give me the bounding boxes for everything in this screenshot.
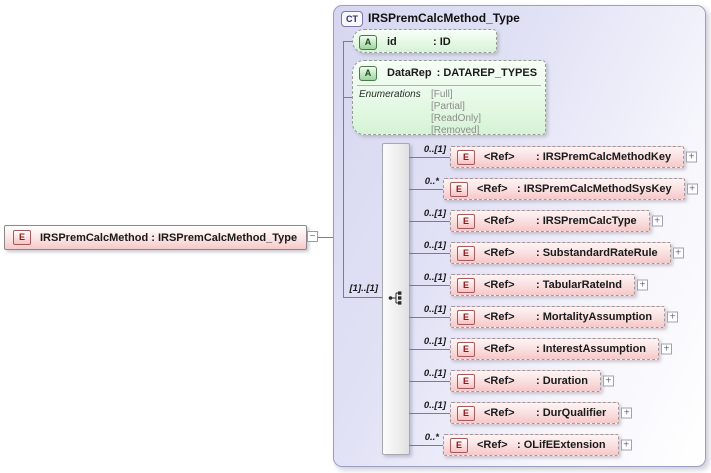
ref-label: <Ref> xyxy=(477,183,508,195)
element-irspremcalcmethodkey[interactable]: E <Ref> : IRSPremCalcMethodKey + xyxy=(450,146,698,168)
element-olifeextension[interactable]: E <Ref> : OLifEExtension + xyxy=(443,434,632,456)
attribute-name: DataRep xyxy=(387,67,432,79)
element-type-label: : InterestAssumption xyxy=(536,343,647,355)
cardinality-label: 0..* xyxy=(424,432,439,443)
connector-attr-id xyxy=(343,41,352,42)
cardinality-label: 0..[1] xyxy=(423,208,446,219)
ref-label: <Ref> xyxy=(484,343,515,355)
expand-icon[interactable]: + xyxy=(686,183,698,195)
complex-type-title: IRSPremCalcMethod_Type xyxy=(368,11,520,25)
cardinality-label: 0..[1] xyxy=(423,240,446,251)
element-irspremcalctype[interactable]: E <Ref> : IRSPremCalcType + xyxy=(450,210,663,232)
ref-label: <Ref> xyxy=(484,407,515,419)
connector-sequence xyxy=(343,297,383,298)
enum-value: [Removed] xyxy=(431,125,480,136)
connector-root xyxy=(310,237,343,238)
element-icon: E xyxy=(457,213,475,229)
enumerations-label: Enumerations xyxy=(359,89,421,100)
element-type-label: : SubstandardRateRule xyxy=(536,247,658,259)
expand-icon[interactable]: + xyxy=(667,311,679,323)
attribute-type: : ID xyxy=(433,36,451,48)
element-substandardraterule[interactable]: E <Ref> : SubstandardRateRule + xyxy=(450,242,684,264)
element-icon: E xyxy=(457,373,475,389)
element-irspremcalcmethod[interactable]: E IRSPremCalcMethod : IRSPremCalcMethod_… xyxy=(4,225,307,250)
element-icon: E xyxy=(457,245,475,261)
element-icon: E xyxy=(13,230,31,245)
cardinality-label: 0..[1] xyxy=(423,144,446,155)
expand-icon[interactable]: + xyxy=(636,279,648,291)
element-duration[interactable]: E <Ref> : Duration + xyxy=(450,370,614,392)
element-type-label: : OLifEExtension xyxy=(517,439,606,451)
element-type-label: : DurQualifier xyxy=(536,407,607,419)
expand-icon[interactable]: + xyxy=(672,247,684,259)
element-tabularrateind[interactable]: E <Ref> : TabularRateInd + xyxy=(450,274,648,296)
attribute-type: : DATAREP_TYPES xyxy=(436,67,538,79)
element-interestassumption[interactable]: E <Ref> : InterestAssumption + xyxy=(450,338,673,360)
expand-icon[interactable]: + xyxy=(686,151,698,163)
connector-trunk xyxy=(343,41,344,297)
attribute-icon: A xyxy=(359,34,377,50)
enum-value: [Partial] xyxy=(431,101,465,112)
element-icon: E xyxy=(457,341,475,357)
ref-label: <Ref> xyxy=(477,439,508,451)
element-type-label: : TabularRateInd xyxy=(536,279,622,291)
connector-element xyxy=(409,157,450,158)
expand-icon[interactable]: + xyxy=(651,215,663,227)
element-icon: E xyxy=(450,181,468,197)
connector-element xyxy=(409,317,450,318)
enumerations-section: Enumerations [Full] [Partial] [ReadOnly]… xyxy=(357,85,541,137)
connector-element xyxy=(409,189,443,190)
enum-value: [ReadOnly] xyxy=(431,113,482,124)
complex-type-icon: CT xyxy=(341,11,363,27)
cardinality-label: 0..[1] xyxy=(423,368,446,379)
attribute-name: id xyxy=(387,36,397,48)
element-icon: E xyxy=(450,437,468,453)
expand-icon[interactable]: + xyxy=(602,375,614,387)
ref-label: <Ref> xyxy=(484,375,515,387)
ref-label: <Ref> xyxy=(484,151,515,163)
cardinality-label: 0..[1] xyxy=(423,400,446,411)
ref-label: <Ref> xyxy=(484,247,515,259)
connector-element xyxy=(409,285,450,286)
root-element-label: IRSPremCalcMethod : IRSPremCalcMethod_Ty… xyxy=(40,231,298,244)
collapse-icon[interactable]: − xyxy=(307,231,318,242)
sequence-icon xyxy=(388,290,404,311)
connector-attr-datarep xyxy=(343,97,352,98)
attribute-icon: A xyxy=(359,65,377,81)
element-irspremcalcmethodsyskey[interactable]: E <Ref> : IRSPremCalcMethodSysKey + xyxy=(443,178,698,200)
connector-element xyxy=(409,349,450,350)
expand-icon[interactable]: + xyxy=(621,407,633,419)
connector-element xyxy=(409,253,450,254)
expand-icon[interactable]: + xyxy=(620,439,632,451)
ref-label: <Ref> xyxy=(484,279,515,291)
expand-icon[interactable]: + xyxy=(661,343,673,355)
element-durqualifier[interactable]: E <Ref> : DurQualifier + xyxy=(450,402,633,424)
cardinality-label: 0..[1] xyxy=(423,304,446,315)
connector-element xyxy=(409,221,450,222)
element-type-label: : MortalityAssumption xyxy=(536,311,653,323)
ref-label: <Ref> xyxy=(484,215,515,227)
ref-label: <Ref> xyxy=(484,311,515,323)
element-icon: E xyxy=(457,309,475,325)
element-mortalityassumption[interactable]: E <Ref> : MortalityAssumption + xyxy=(450,306,679,328)
cardinality-label: 0..[1] xyxy=(423,336,446,347)
connector-element xyxy=(409,413,450,414)
cardinality-label: 0..* xyxy=(424,176,439,187)
connector-element xyxy=(409,445,443,446)
element-icon: E xyxy=(457,149,475,165)
element-type-label: : Duration xyxy=(536,375,588,387)
connector-element xyxy=(409,381,450,382)
enum-value: [Full] xyxy=(431,89,453,100)
element-icon: E xyxy=(457,277,475,293)
attribute-id[interactable]: A id : ID xyxy=(352,29,497,53)
element-type-label: : IRSPremCalcMethodKey xyxy=(536,151,672,163)
element-type-label: : IRSPremCalcType xyxy=(536,215,637,227)
sequence-cardinality: [1]..[1] xyxy=(349,283,379,294)
cardinality-label: 0..[1] xyxy=(423,272,446,283)
element-type-label: : IRSPremCalcMethodSysKey xyxy=(517,183,672,195)
element-icon: E xyxy=(457,405,475,421)
attribute-datarep[interactable]: A DataRep : DATAREP_TYPES Enumerations [… xyxy=(352,60,546,137)
